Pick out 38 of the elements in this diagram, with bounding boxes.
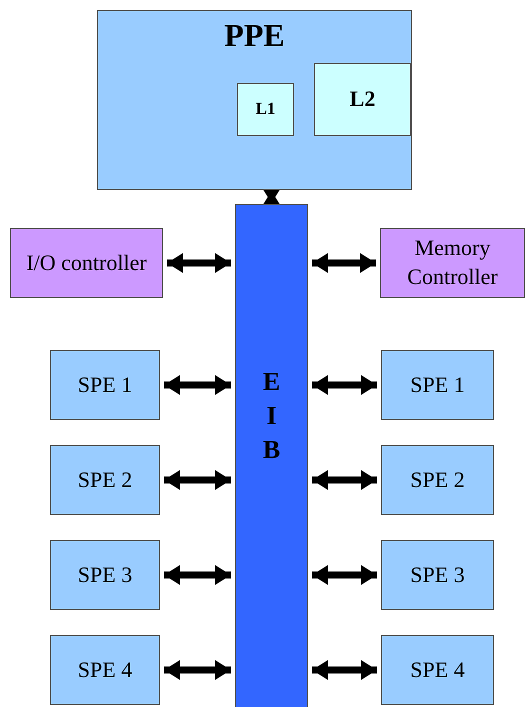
- processor-box: [381, 540, 494, 610]
- box-label: SPE 3: [409, 560, 466, 589]
- box-label: SPE 2: [76, 466, 134, 494]
- box-label: SPE 1: [76, 370, 134, 399]
- box-label: I/O controller: [25, 248, 148, 277]
- box-label: PPE: [223, 16, 286, 55]
- box-label: SPE 2: [409, 466, 466, 494]
- processor-box: [381, 350, 494, 420]
- processor-box: [381, 635, 494, 705]
- box-label: SPE 4: [76, 656, 134, 684]
- processor-box: [97, 10, 412, 190]
- cache-box: [237, 83, 294, 136]
- double-arrow: [312, 565, 377, 585]
- cache-box: [314, 63, 411, 136]
- double-arrow: [164, 470, 231, 490]
- box-label: SPE 4: [409, 656, 466, 684]
- processor-box: [381, 445, 494, 515]
- processor-box: [50, 635, 160, 705]
- double-arrow: [312, 660, 377, 680]
- double-arrow: [164, 375, 231, 395]
- double-arrow: [164, 565, 231, 585]
- double-arrow: [164, 660, 231, 680]
- box-label: SPE 3: [76, 560, 134, 589]
- controller-box: [10, 228, 163, 298]
- double-arrow: [312, 253, 376, 273]
- box-label: L2: [348, 85, 376, 114]
- controller-box: [380, 228, 525, 298]
- processor-box: [50, 540, 160, 610]
- double-arrow: [312, 375, 377, 395]
- box-label: SPE 1: [409, 370, 466, 399]
- box-label: EIB: [262, 366, 282, 466]
- bus-bar: [235, 204, 308, 707]
- double-arrow: [167, 253, 231, 273]
- double-arrow: [312, 470, 377, 490]
- processor-box: [50, 445, 160, 515]
- processor-box: [50, 350, 160, 420]
- box-label: L1: [254, 98, 276, 120]
- box-label: Memory Controller: [406, 234, 499, 291]
